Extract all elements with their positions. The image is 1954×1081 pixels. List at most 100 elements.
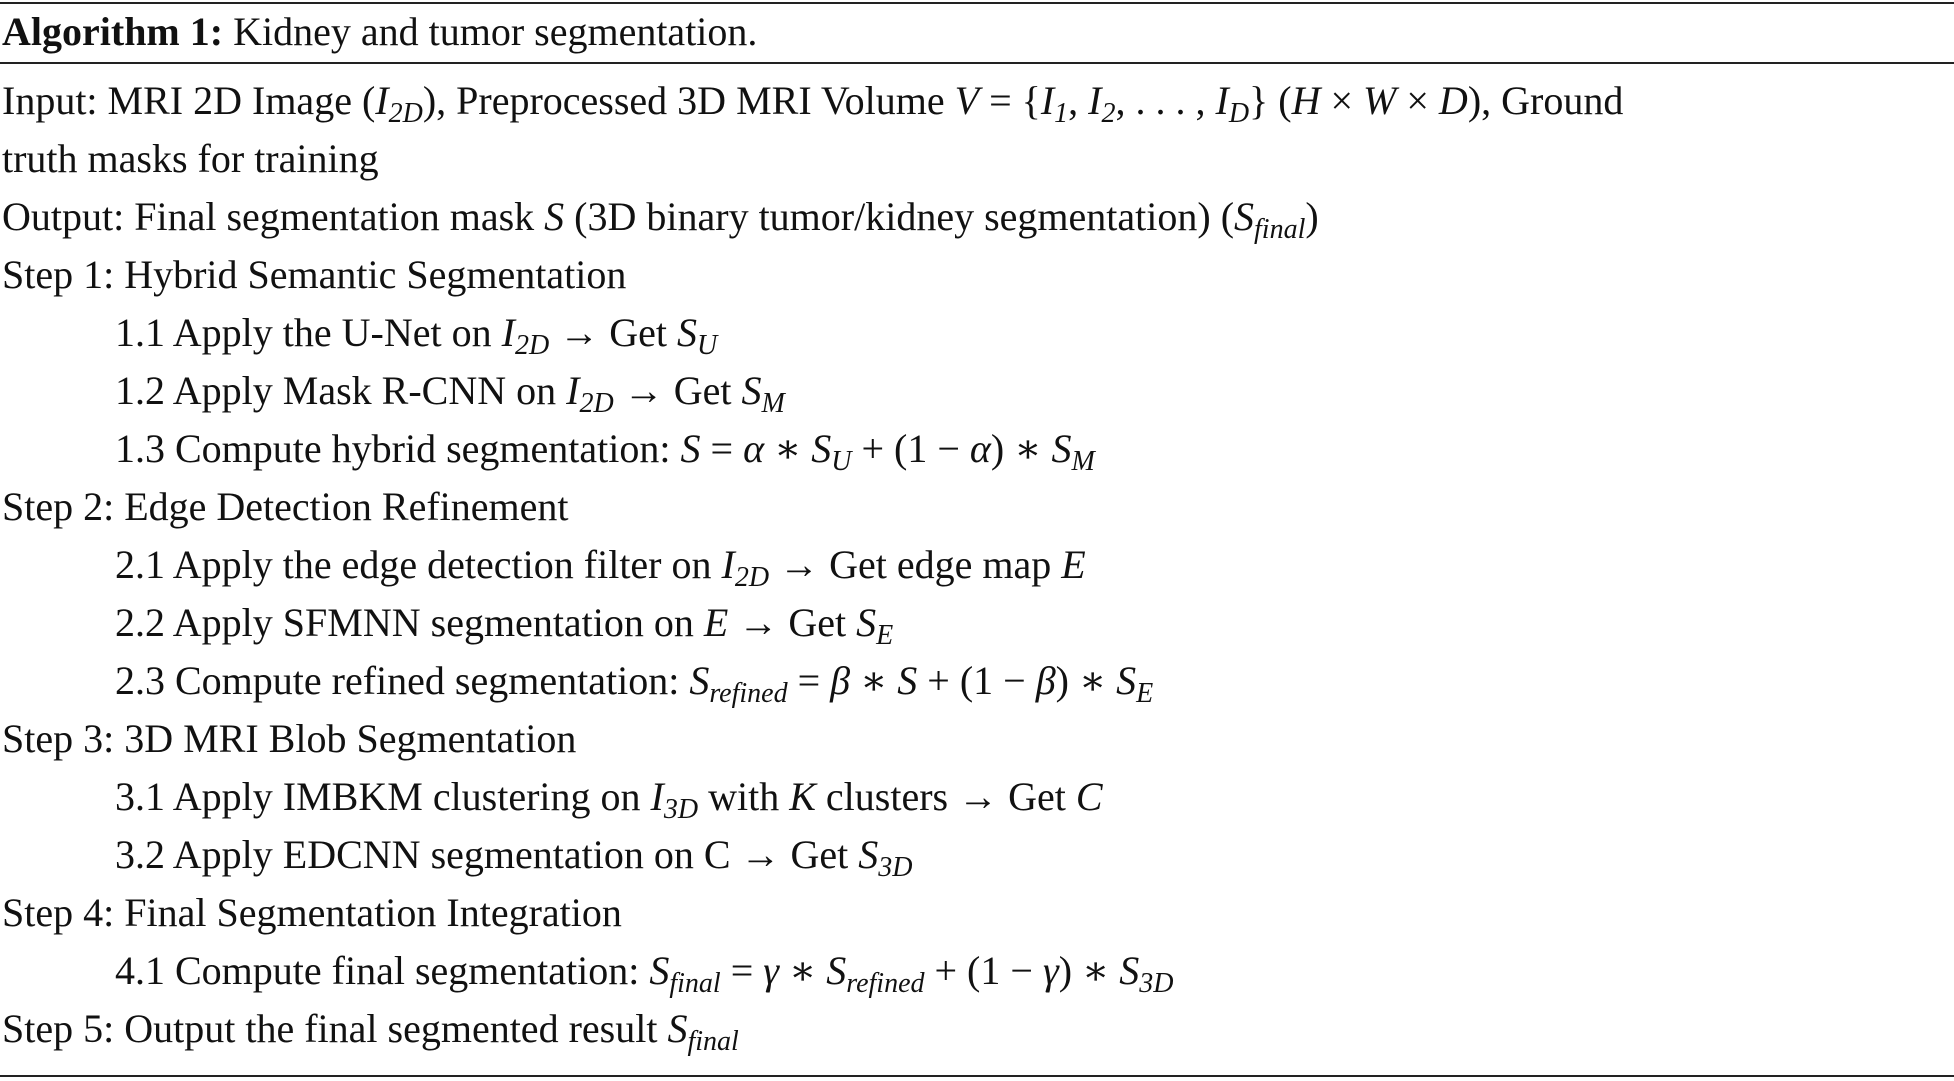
math-symbol: I — [566, 368, 580, 413]
line-text: → Get — [549, 310, 677, 355]
line-text: + (1 − — [924, 948, 1043, 993]
line-text: → Get — [613, 368, 742, 413]
line-text: × — [1320, 78, 1364, 123]
math-symbol: S — [856, 600, 877, 645]
algorithm-caption: Algorithm 1: Kidney and tumor segmentati… — [2, 6, 757, 58]
line-text: = — [787, 658, 831, 703]
math-subscript: 2D — [579, 388, 614, 419]
math-symbol: α — [969, 426, 991, 471]
math-symbol: S — [689, 658, 710, 703]
header-rule — [0, 62, 1954, 64]
math-symbol: E — [1061, 542, 1086, 587]
math-symbol: W — [1363, 78, 1397, 123]
line-text: 3.1 Apply IMBKM clustering on — [115, 774, 651, 819]
math-symbol: β — [1035, 658, 1056, 703]
line-text: Step 4: Final Segmentation Integration — [2, 890, 622, 935]
line-text: Step 2: Edge Detection Refinement — [2, 484, 569, 529]
math-subscript: 2D — [734, 562, 770, 593]
step-2-3: 2.3 Compute refined segmentation: Srefin… — [2, 652, 1947, 710]
math-symbol: S — [826, 948, 847, 993]
math-subscript: 3D — [663, 794, 699, 825]
line-text: × — [1396, 78, 1439, 123]
line-text: (3D binary tumor/kidney segmentation) ( — [564, 194, 1235, 239]
math-symbol: I — [1088, 78, 1102, 123]
line-text: Step 3: 3D MRI Blob Segmentation — [2, 716, 577, 761]
step-5: Step 5: Output the final segmented resul… — [2, 1000, 1947, 1058]
step-2: Step 2: Edge Detection Refinement — [2, 478, 1947, 536]
math-subscript: 2 — [1101, 98, 1116, 129]
line-text: ∗ — [850, 658, 898, 703]
math-symbol: S — [1116, 658, 1137, 703]
line-text: 1.3 Compute hybrid segmentation: — [115, 426, 681, 471]
bottom-rule — [0, 1075, 1954, 1077]
math-symbol: I — [501, 310, 515, 355]
input-line-2: truth masks for training — [2, 130, 1947, 188]
math-symbol: S — [544, 194, 565, 239]
math-symbol: I — [1040, 78, 1055, 123]
line-text: Step 1: Hybrid Semantic Segmentation — [2, 252, 627, 297]
input-line-1: Input: MRI 2D Image (I2D), Preprocessed … — [2, 72, 1947, 130]
math-subscript: 3D — [1139, 968, 1174, 999]
line-text: 4.1 Compute final segmentation: — [115, 948, 650, 993]
step-3: Step 3: 3D MRI Blob Segmentation — [2, 710, 1947, 768]
line-text: + (1 − — [917, 658, 1036, 703]
line-text: 1.2 Apply Mask R-CNN on — [115, 368, 567, 413]
line-text: ) ∗ — [1058, 948, 1120, 993]
algorithm-title: Kidney and tumor segmentation. — [223, 9, 758, 54]
step-1-2: 1.2 Apply Mask R-CNN on I2D → Get SM — [2, 362, 1947, 420]
math-subscript: 2D — [514, 330, 550, 361]
math-symbol: I — [375, 78, 389, 123]
line-text: Step 5: Output the final segmented resul… — [2, 1006, 668, 1051]
line-text: , . . . , — [1115, 78, 1216, 123]
math-symbol: V — [954, 78, 980, 123]
step-3-1: 3.1 Apply IMBKM clustering on I3D with K… — [2, 768, 1947, 826]
line-text: + (1 − — [851, 426, 970, 471]
math-subscript: U — [831, 446, 852, 477]
math-symbol: S — [811, 426, 832, 471]
line-text: 2.1 Apply the edge detection filter on — [115, 542, 722, 587]
math-symbol: S — [858, 832, 879, 877]
math-symbol: E — [703, 600, 729, 645]
math-subscript: refined — [846, 968, 925, 999]
math-subscript: 1 — [1054, 98, 1069, 129]
math-symbol: I — [650, 774, 664, 819]
line-text: → Get — [728, 600, 857, 645]
math-subscript: final — [1254, 214, 1306, 245]
line-text: = — [700, 426, 744, 471]
step-4-1: 4.1 Compute final segmentation: Sfinal =… — [2, 942, 1947, 1000]
math-symbol: β — [830, 658, 851, 703]
step-4: Step 4: Final Segmentation Integration — [2, 884, 1947, 942]
math-subscript: M — [1071, 446, 1095, 477]
algorithm-label: Algorithm 1: — [2, 9, 224, 54]
math-symbol: S — [1051, 426, 1072, 471]
math-symbol: S — [667, 1006, 688, 1051]
math-symbol: S — [649, 948, 670, 993]
line-text: Input: MRI 2D Image ( — [2, 78, 376, 123]
math-symbol: γ — [763, 948, 780, 993]
math-symbol: D — [1438, 78, 1468, 123]
line-text: truth masks for training — [2, 136, 379, 181]
step-3-2: 3.2 Apply EDCNN segmentation on C → Get … — [2, 826, 1947, 884]
math-symbol: I — [721, 542, 735, 587]
math-subscript: E — [1136, 678, 1154, 709]
step-2-2: 2.2 Apply SFMNN segmentation on E → Get … — [2, 594, 1947, 652]
math-subscript: final — [669, 968, 721, 999]
math-symbol: C — [1075, 774, 1103, 819]
math-symbol: S — [897, 658, 918, 703]
line-text: clusters → Get — [815, 774, 1076, 819]
math-symbol: S — [1119, 948, 1140, 993]
line-text: ), Ground — [1467, 78, 1624, 123]
line-text: with — [698, 774, 790, 819]
math-subscript: final — [687, 1026, 739, 1057]
line-text: ∗ — [764, 426, 812, 471]
line-text: 2.2 Apply SFMNN segmentation on — [115, 600, 704, 645]
math-subscript: E — [876, 620, 894, 651]
step-2-1: 2.1 Apply the edge detection filter on I… — [2, 536, 1947, 594]
line-text: ) ∗ — [990, 426, 1052, 471]
line-text: , — [1068, 78, 1089, 123]
math-subscript: D — [1228, 98, 1250, 129]
line-text: 1.1 Apply the U-Net on — [115, 310, 502, 355]
math-symbol: S — [1234, 194, 1255, 239]
math-symbol: K — [789, 774, 816, 819]
line-text: ), Preprocessed 3D MRI Volume — [422, 78, 955, 123]
